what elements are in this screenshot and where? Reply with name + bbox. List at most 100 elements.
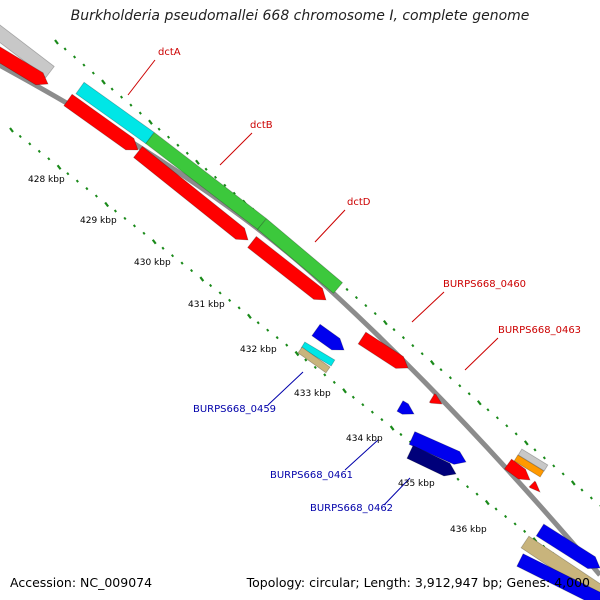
- label-leader: [383, 477, 411, 506]
- ruler-label: 429 kbp: [80, 216, 117, 226]
- outer-dot: [429, 360, 435, 366]
- label-leader: [411, 291, 445, 323]
- inner-dot: [9, 127, 14, 133]
- label-leader: [464, 337, 499, 371]
- label-leader: [314, 209, 346, 243]
- gene-bar: [0, 46, 49, 86]
- inner-dot: [237, 306, 241, 310]
- inner-dot: [313, 365, 317, 370]
- gene-bar: [408, 431, 467, 465]
- outer-dot: [195, 159, 200, 165]
- outer-dot: [364, 303, 368, 308]
- outer-dot: [166, 135, 171, 139]
- outer-dot: [552, 464, 556, 468]
- gene-bar: [247, 235, 327, 301]
- gene-bar: [428, 393, 443, 405]
- outer-dot: [505, 424, 509, 428]
- outer-dot: [411, 344, 415, 348]
- inner-dot: [399, 432, 403, 437]
- outer-dot: [354, 295, 358, 300]
- gene-bar: [528, 480, 541, 493]
- outer-dot: [580, 488, 584, 492]
- gene-bar: [311, 323, 345, 351]
- outer-dot: [345, 287, 349, 292]
- outer-dot: [373, 311, 377, 316]
- inner-dot: [113, 209, 117, 213]
- outer-dot: [232, 191, 236, 195]
- inner-dot: [47, 157, 51, 161]
- outer-dot: [157, 127, 161, 131]
- outer-dot: [54, 39, 59, 45]
- inner-dot: [342, 388, 347, 394]
- outer-dot: [82, 63, 86, 67]
- accession-text: Accession: NC_009074: [10, 575, 153, 590]
- outer-dot: [204, 167, 208, 171]
- inner-dot: [266, 328, 270, 332]
- inner-dot: [123, 216, 127, 221]
- outer-dot: [570, 480, 576, 486]
- inner-dot: [332, 380, 336, 384]
- inner-dot: [104, 201, 110, 208]
- inner-dot: [161, 246, 165, 250]
- gene-bar: [357, 331, 409, 369]
- outer-dot: [439, 368, 443, 372]
- inner-dot: [484, 499, 490, 506]
- gene-label: BURPS668_0462: [310, 503, 393, 514]
- inner-dot: [209, 283, 213, 288]
- inner-dot: [256, 321, 260, 325]
- inner-dot: [18, 134, 22, 139]
- outer-dot: [589, 496, 593, 500]
- outer-dot: [148, 119, 153, 125]
- outer-dot: [533, 448, 537, 452]
- label-leader: [344, 439, 379, 471]
- inner-dot: [151, 239, 157, 245]
- chromosome-backbone: [0, 62, 600, 577]
- gene-label: dctB: [250, 120, 273, 131]
- label-leader: [127, 59, 156, 96]
- gene-label: BURPS668_0459: [193, 404, 276, 415]
- outer-dot: [110, 87, 114, 91]
- ruler-label: 433 kbp: [294, 389, 331, 399]
- inner-dot: [94, 194, 98, 198]
- gene-bar: [516, 553, 600, 600]
- label-leader: [219, 132, 253, 166]
- gene-label: BURPS668_0461: [270, 470, 353, 481]
- inner-dot: [475, 492, 479, 496]
- ruler-label: 430 kbp: [134, 258, 171, 268]
- outer-dot: [382, 319, 388, 326]
- inner-dot: [228, 298, 232, 302]
- inner-dot: [66, 172, 70, 176]
- gene-bar: [63, 93, 139, 151]
- inner-dot: [142, 231, 146, 235]
- outer-dot: [458, 384, 462, 388]
- gene-bar: [396, 400, 415, 415]
- ruler-label: 428 kbp: [28, 175, 65, 185]
- outer-dot: [486, 408, 490, 412]
- inner-dot: [132, 224, 137, 228]
- outer-dot: [129, 103, 133, 107]
- inner-dot: [85, 187, 89, 191]
- inner-dot: [465, 485, 470, 489]
- gene-bar: [297, 346, 331, 374]
- gene-bar: [535, 523, 600, 569]
- inner-dot: [180, 261, 184, 265]
- outer-dot: [138, 111, 142, 115]
- gene-bar: [503, 458, 531, 481]
- inner-dot: [351, 395, 355, 399]
- gene-bar: [513, 454, 545, 478]
- inner-dot: [37, 149, 41, 153]
- outer-dot: [523, 440, 529, 446]
- feature-track: [0, 24, 600, 600]
- inner-dot: [294, 350, 300, 357]
- gene-bar: [406, 445, 457, 477]
- summary-text: Topology: circular; Length: 3,912,947 bp…: [246, 575, 590, 590]
- inner-dot: [504, 514, 508, 519]
- inner-dot: [389, 425, 395, 431]
- outer-dot: [72, 55, 77, 59]
- inner-dot: [494, 507, 498, 511]
- gene-bar: [256, 218, 344, 294]
- gene-bar: [300, 341, 336, 367]
- outer-dot: [401, 336, 405, 340]
- outer-dot: [392, 328, 396, 332]
- inner-dot: [323, 373, 327, 377]
